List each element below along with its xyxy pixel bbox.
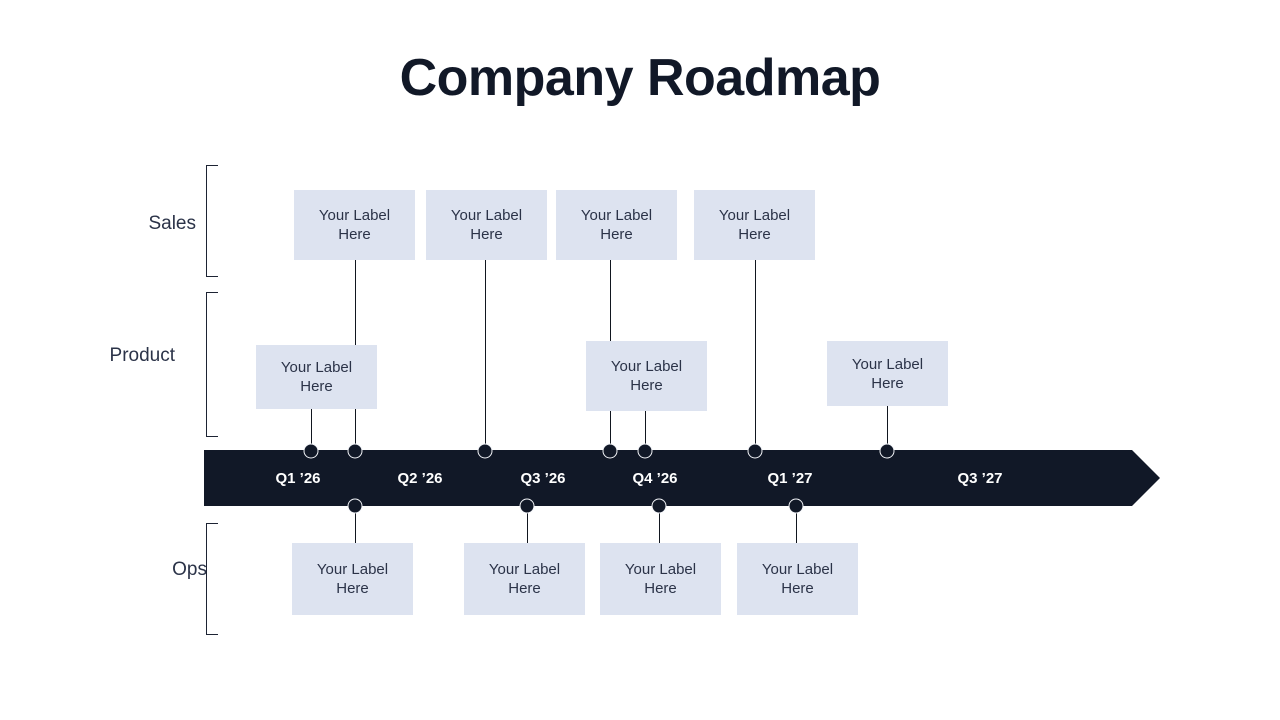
card-line-1: Your Label [718, 207, 791, 224]
card-line-1: Your Label [488, 561, 561, 578]
quarter-label: Q1 ’26 [275, 470, 321, 487]
swimlane-bracket-product [206, 292, 218, 437]
connector-line [311, 409, 313, 452]
connector-line [355, 506, 357, 545]
connector-line [645, 411, 647, 452]
quarter-label: Q1 ’27 [767, 470, 813, 487]
page-title: Company Roadmap [399, 49, 881, 107]
card-line-1: Your Label [450, 207, 523, 224]
card-line-1: Your Label [580, 207, 653, 224]
card-line-2: Here [630, 377, 663, 394]
card-line-1: Your Label [851, 355, 924, 373]
card-line-2: Here [508, 580, 541, 597]
connector-line [755, 260, 757, 452]
row-label-product: Product [109, 345, 175, 366]
milestone-dot[interactable] [879, 443, 895, 459]
connector-line [485, 260, 487, 452]
card-line-2: Here [781, 580, 814, 597]
card-line-2: Here [300, 378, 333, 395]
card-line-2: Here [738, 226, 771, 243]
card-line-1: Your Label [316, 561, 389, 578]
milestone-dot[interactable] [602, 443, 618, 459]
card-line-2: Here [600, 226, 633, 243]
row-label-ops: Ops [172, 559, 207, 580]
row-label-sales: Sales [148, 213, 196, 234]
quarter-label: Q3 ’26 [520, 470, 566, 487]
quarter-label: Q4 ’26 [632, 470, 678, 487]
card-line-1: Your Label [280, 359, 353, 376]
swimlane-bracket-sales [206, 165, 218, 277]
timeline-bar [204, 450, 1160, 506]
connector-line [527, 506, 529, 545]
milestone-dot[interactable] [347, 498, 363, 514]
milestone-dot[interactable] [651, 498, 667, 514]
milestone-dot[interactable] [519, 498, 535, 514]
card-line-2: Here [338, 226, 371, 243]
card-line-1: Your Label [624, 561, 697, 578]
card-line-2: Here [871, 374, 904, 392]
connector-line [887, 406, 889, 452]
connector-line [796, 506, 798, 545]
quarter-label: Q2 ’26 [397, 470, 443, 487]
milestone-dot[interactable] [347, 443, 363, 459]
card-line-1: Your Label [610, 358, 683, 375]
connector-line [659, 506, 661, 545]
milestone-dot[interactable] [747, 443, 763, 459]
card-line-1: Your Label [761, 561, 834, 578]
quarter-label: Q3 ’27 [957, 470, 1003, 487]
card-line-2: Here [470, 226, 503, 243]
card-line-2: Here [336, 580, 369, 597]
milestone-dot[interactable] [788, 498, 804, 514]
milestone-dot[interactable] [477, 443, 493, 459]
swimlane-bracket-ops [206, 523, 218, 635]
card-line-1: Your Label [318, 207, 391, 224]
milestone-dot[interactable] [303, 443, 319, 459]
card-line-2: Here [644, 580, 677, 597]
milestone-dot[interactable] [637, 443, 653, 459]
